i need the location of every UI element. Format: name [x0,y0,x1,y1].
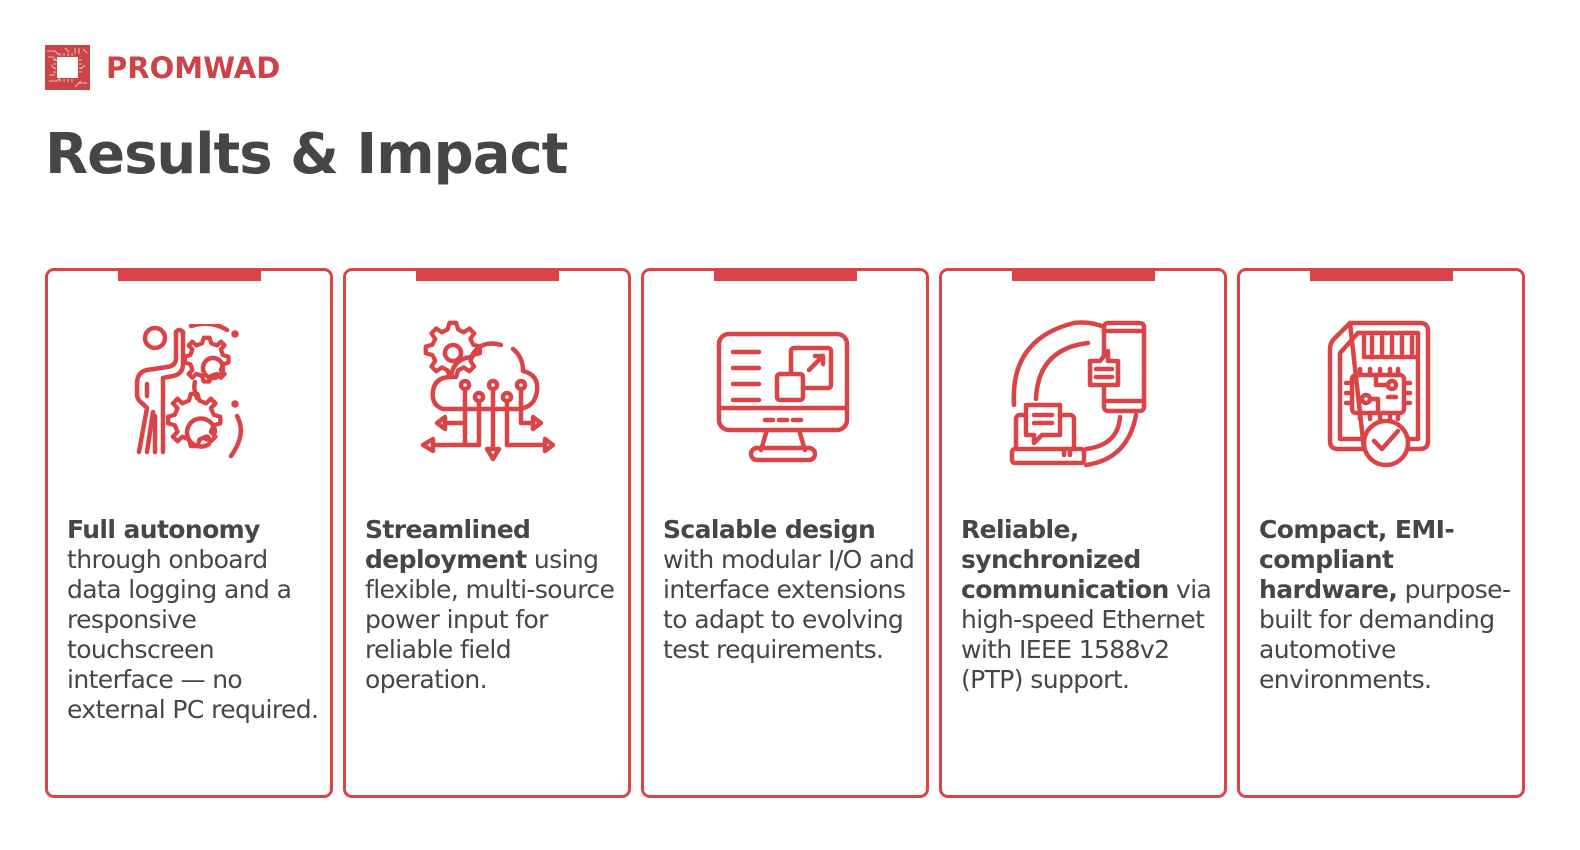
card-tab-accent [118,268,261,281]
card-description: Scalable design with modular I/O and int… [663,515,916,665]
card-highlight: Scalable design [663,515,876,544]
card-description: Streamlined deployment using flexible, m… [365,515,618,695]
card-description: Compact, EMI-compliant hardware, purpose… [1259,515,1512,695]
result-card-autonomy: Full autonomy through onboard data loggi… [45,268,333,798]
card-tab-accent [1310,268,1453,281]
result-card-deployment: Streamlined deployment using flexible, m… [343,268,631,798]
laptop-phone-sync-icon [942,319,1224,469]
card-body: using flexible, multi-source power input… [365,545,615,694]
circuit-chip-icon [45,45,90,90]
person-with-gears-icon [48,319,330,469]
card-highlight: Reliable, synchronized communication [961,515,1169,604]
card-body: via high-speed Ethernet with IEEE 1588v2… [961,575,1212,694]
card-highlight: Compact, EMI-compliant hardware, [1259,515,1455,604]
card-highlight: Full autonomy [67,515,260,544]
card-tab-accent [416,268,559,281]
result-card-scalable: Scalable design with modular I/O and int… [641,268,929,798]
card-body: with modular I/O and interface extension… [663,545,915,664]
monitor-scale-icon [644,319,926,469]
brand-logo: PROMWAD [45,45,280,90]
card-body: through onboard data logging and a respo… [67,545,319,724]
brand-name: PROMWAD [106,50,281,85]
page-title: Results & Impact [45,122,568,187]
cloud-gear-network-icon [346,319,628,469]
card-description: Full autonomy through onboard data loggi… [67,515,320,725]
result-card-hardware: Compact, EMI-compliant hardware, purpose… [1237,268,1525,798]
card-description: Reliable, synchronized communication via… [961,515,1214,695]
card-body: purpose-built for demanding automotive e… [1259,575,1511,694]
card-tab-accent [1012,268,1155,281]
sd-card-chip-check-icon [1240,319,1522,469]
card-highlight: Streamlined deployment [365,515,531,574]
result-card-communication: Reliable, synchronized communication via… [939,268,1227,798]
card-tab-accent [714,268,857,281]
